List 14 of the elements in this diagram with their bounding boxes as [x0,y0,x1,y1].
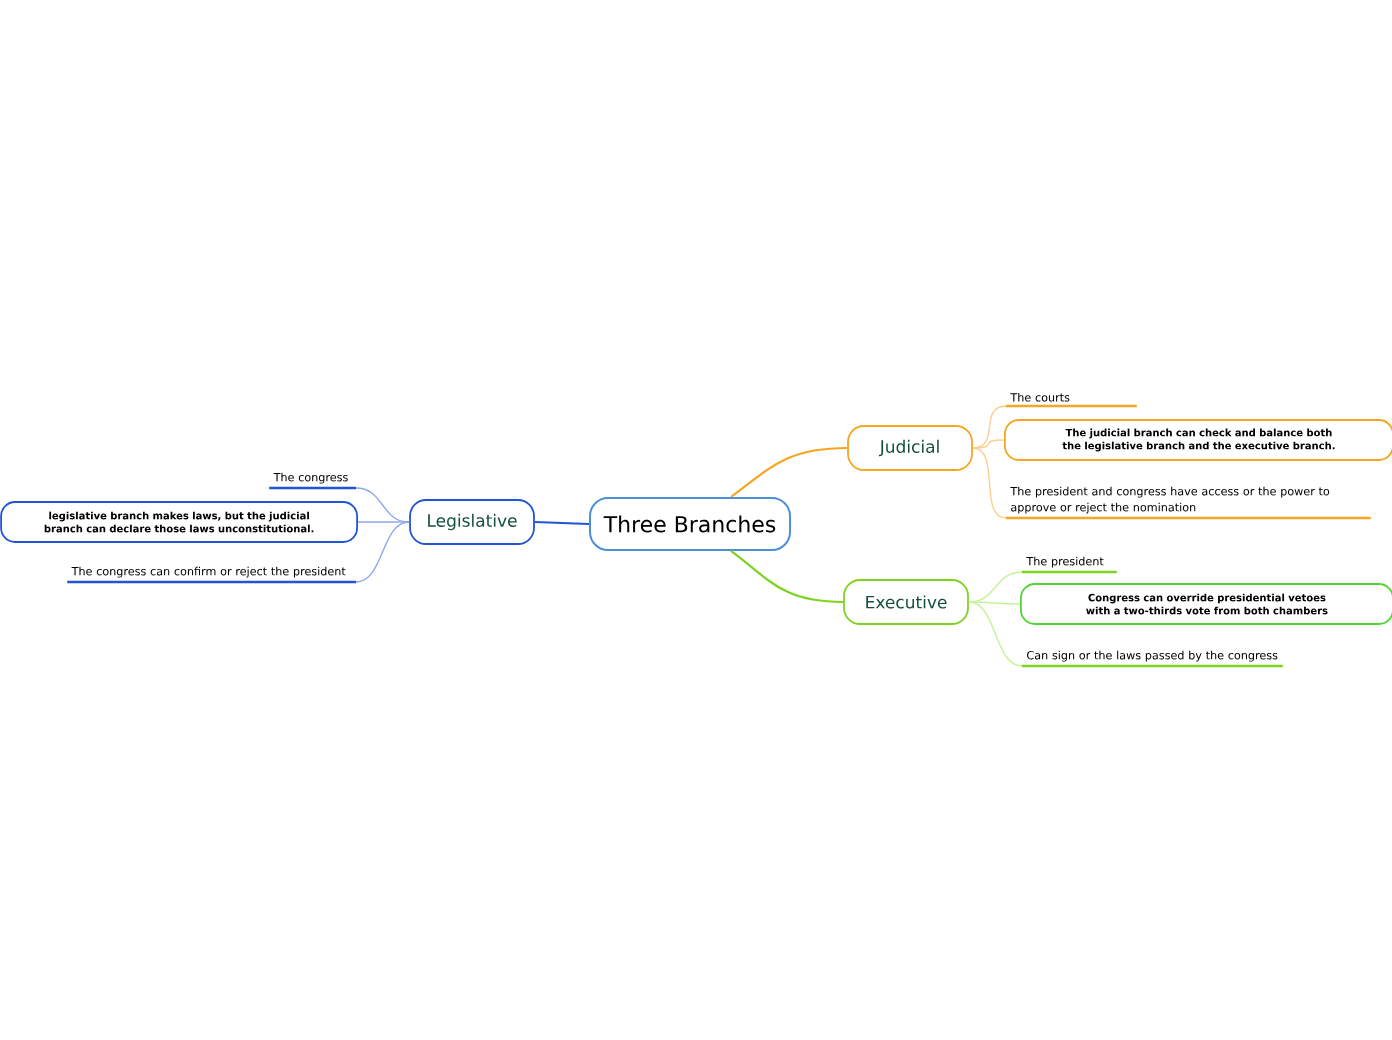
topic-box: Executive [843,579,969,625]
connector-line [972,405,1007,449]
connector-line [730,550,844,604]
topic-box: Legislative [409,499,535,545]
connector-line [968,601,1021,605]
connector-line [357,521,410,523]
central-topic-box: Three Branches [589,497,791,551]
connector-line [972,439,1005,449]
connector-line [355,521,410,583]
connector-line [968,601,1023,667]
connector-line [730,446,848,498]
topic-box: Judicial [847,425,973,471]
connector-line [534,520,590,526]
connector-line [972,447,1007,519]
